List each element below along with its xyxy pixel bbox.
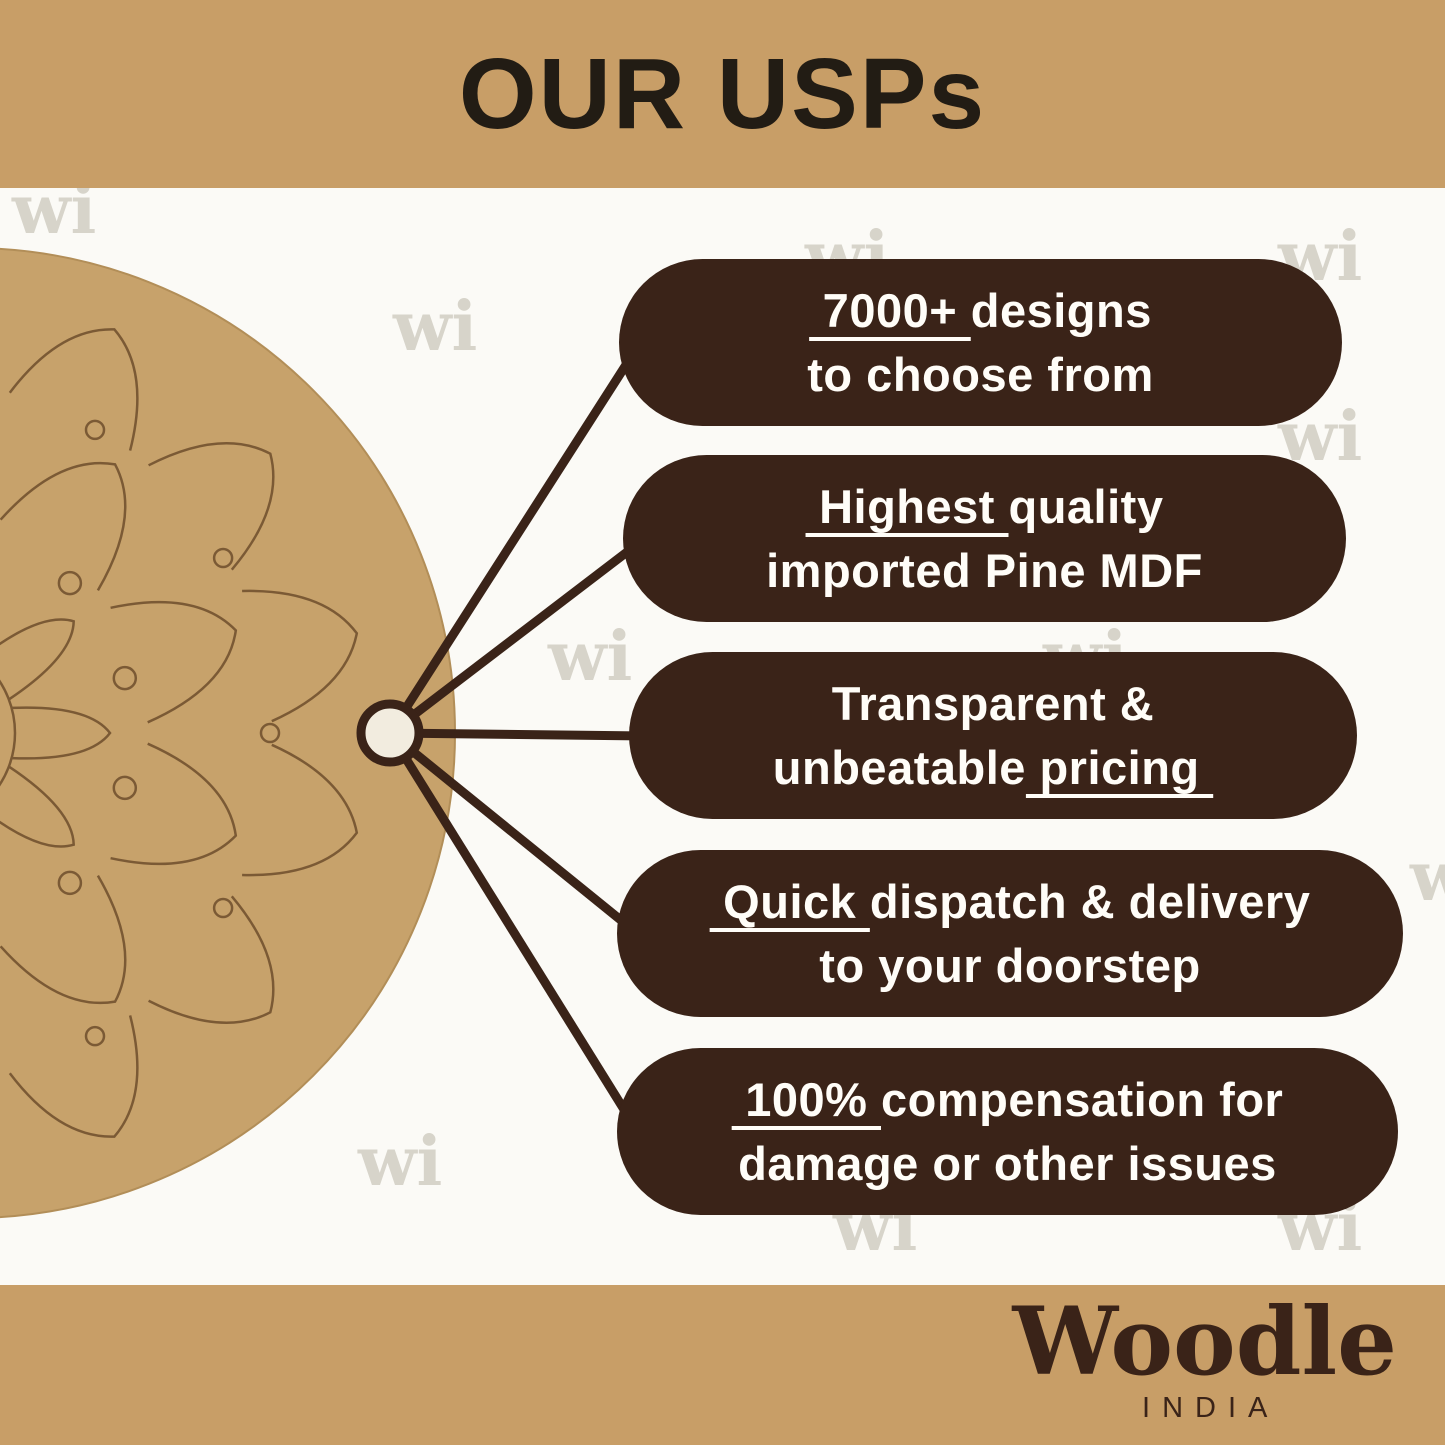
mandala-line-art — [0, 283, 359, 1183]
brand-subtitle: INDIA — [1142, 1391, 1280, 1424]
usp-callout-compensation: 100% compensation for damage or other is… — [617, 1048, 1398, 1215]
usp-line: unbeatable pricing — [772, 740, 1214, 794]
diagram-canvas — [0, 248, 651, 1218]
usp-callout-designs: 7000+ designs to choose from — [619, 259, 1342, 426]
brand-name: Woodle — [1012, 1287, 1397, 1397]
brand-logo: Woodle INDIA — [1012, 1293, 1397, 1425]
usp-line: 7000+ designs — [809, 283, 1152, 337]
watermark-logo: wi — [358, 1122, 443, 1202]
watermark-logo: wi — [548, 617, 633, 697]
watermark-logo: wi — [12, 188, 97, 250]
bottom-banner: Woodle INDIA — [0, 1285, 1445, 1445]
usp-line: 100% compensation for — [731, 1072, 1284, 1126]
usp-callout-pricing: Transparent & unbeatable pricing — [629, 652, 1357, 819]
watermark-logo: wi — [393, 287, 478, 367]
usp-line: imported Pine MDF — [766, 543, 1203, 597]
page-title: OUR USPs — [458, 37, 987, 150]
connector-lines — [386, 340, 651, 1135]
usp-line: Highest quality — [805, 479, 1164, 533]
usp-line: to choose from — [807, 347, 1154, 401]
usp-line: Quick dispatch & delivery — [709, 874, 1311, 928]
main-area: wi wi wi wi wi wi wi wi wi wi wi 7000+ d… — [0, 188, 1445, 1285]
usp-line: Transparent & — [831, 676, 1155, 730]
usp-callout-quality: Highest quality imported Pine MDF — [623, 455, 1346, 622]
usp-callout-dispatch: Quick dispatch & delivery to your doorst… — [617, 850, 1403, 1017]
usp-line: to your doorstep — [819, 938, 1201, 992]
usp-line: damage or other issues — [738, 1136, 1277, 1190]
top-banner: OUR USPs — [0, 0, 1445, 188]
hub-dot — [356, 699, 424, 767]
watermark-logo: wi — [1410, 837, 1445, 917]
